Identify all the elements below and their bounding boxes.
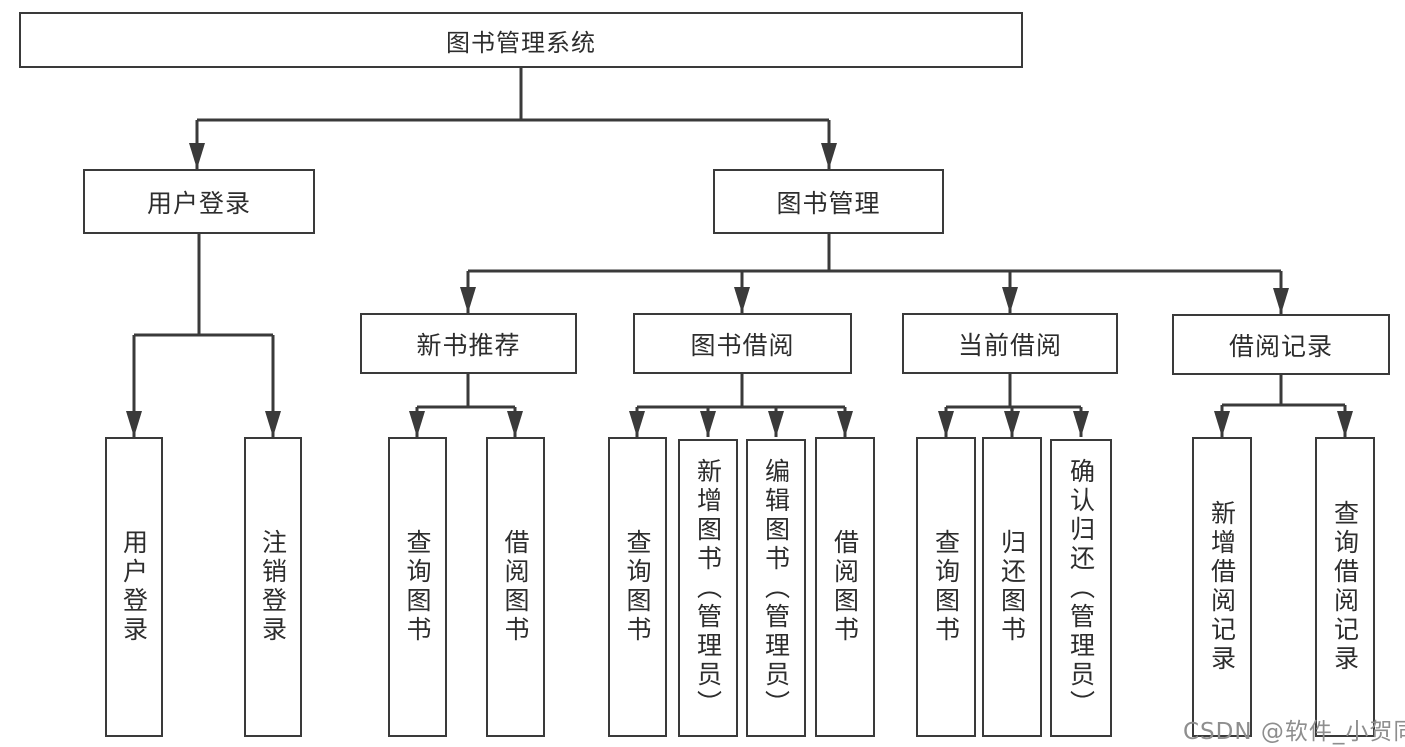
leaf-add-books-admin: 新增图书（管理员）	[678, 439, 738, 737]
node-label: 借阅记录	[1228, 331, 1333, 361]
node-label: 用户登录	[119, 529, 149, 645]
leaf-query-books-current: 查询图书	[916, 437, 976, 737]
leaf-borrow-books-recommend: 借阅图书	[486, 437, 545, 737]
node-label: 用户登录	[146, 188, 251, 218]
node-label: 新增图书（管理员）	[693, 457, 723, 719]
node-user-login-branch: 用户登录	[83, 169, 315, 234]
leaf-query-books-recommend: 查询图书	[388, 437, 447, 737]
node-label: 借阅图书	[501, 529, 530, 645]
node-label: 图书管理	[776, 188, 881, 218]
node-label: 图书管理系统	[446, 28, 596, 57]
leaf-logout: 注销登录	[244, 437, 302, 737]
node-library-management-system: 图书管理系统	[19, 12, 1023, 68]
node-label: 查询图书	[403, 529, 432, 645]
csdn-watermark: CSDN @软件_小贺同学	[1183, 719, 1405, 745]
node-book-borrowing: 图书借阅	[633, 313, 852, 374]
node-current-borrowing: 当前借阅	[902, 313, 1118, 374]
node-label: 新增借阅记录	[1207, 500, 1237, 674]
leaf-add-borrow-record: 新增借阅记录	[1192, 437, 1252, 737]
node-label: 注销登录	[258, 529, 288, 645]
node-label: 借阅图书	[830, 529, 860, 645]
node-label: 查询借阅记录	[1330, 500, 1360, 674]
node-label: 当前借阅	[957, 330, 1062, 360]
leaf-confirm-return-admin: 确认归还（管理员）	[1050, 439, 1112, 737]
node-borrowing-records: 借阅记录	[1172, 314, 1390, 375]
node-label: 确认归还（管理员）	[1066, 457, 1096, 719]
node-label: 查询图书	[931, 529, 961, 645]
node-book-management-branch: 图书管理	[713, 169, 944, 234]
node-label: 归还图书	[997, 529, 1027, 645]
leaf-query-books-borrow: 查询图书	[608, 437, 667, 737]
leaf-user-login: 用户登录	[105, 437, 163, 737]
node-label: 编辑图书（管理员）	[761, 457, 791, 719]
node-label: 图书借阅	[690, 330, 795, 360]
node-label: 查询图书	[623, 529, 652, 645]
leaf-query-borrow-record: 查询借阅记录	[1315, 437, 1375, 737]
node-label: 新书推荐	[416, 330, 521, 360]
leaf-edit-books-admin: 编辑图书（管理员）	[746, 439, 806, 737]
leaf-borrow-books: 借阅图书	[815, 437, 875, 737]
leaf-return-books: 归还图书	[982, 437, 1042, 737]
node-new-book-recommendation: 新书推荐	[360, 313, 577, 374]
